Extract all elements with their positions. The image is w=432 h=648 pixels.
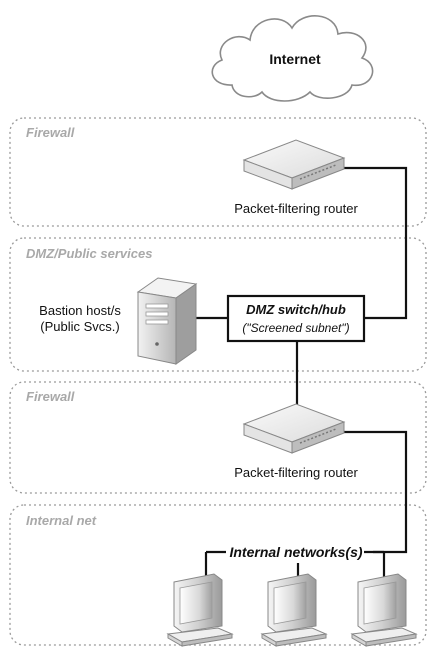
workstation-middle-icon [260, 573, 328, 647]
zone-internal [9, 504, 427, 646]
zone-label-dmz: DMZ/Public services [26, 246, 152, 261]
zone-firewall-inner [9, 381, 427, 494]
inner-router-icon [242, 403, 346, 454]
outer-router-icon [242, 139, 346, 190]
link-outer-router-to-switch [344, 166, 408, 320]
zone-label-firewall-inner: Firewall [26, 389, 75, 404]
bastion-label-line1: Bastion host/s [39, 303, 121, 318]
internet-label: Internet [269, 51, 321, 67]
outer-router-label: Packet-filtering router [234, 201, 358, 216]
dmz-switch-subtitle: ("Screened subnet") [242, 321, 349, 335]
zone-label-firewall-outer: Firewall [26, 125, 75, 140]
inner-router-label: Packet-filtering router [234, 465, 358, 480]
dmz-switch-title: DMZ switch/hub [246, 302, 346, 317]
link-inner-router-to-internal [344, 430, 408, 554]
workstation-right-icon [350, 573, 418, 647]
dmz-switch-box: DMZ switch/hub ("Screened subnet") [226, 294, 366, 343]
zone-dmz [9, 237, 427, 372]
zone-label-internal: Internal net [26, 513, 97, 528]
internal-networks-label: Internal networks(s) [229, 544, 362, 560]
workstation-left-icon [166, 573, 234, 647]
zone-firewall-outer [9, 117, 427, 227]
connection-lines [195, 166, 408, 578]
bastion-label-line2: (Public Svcs.) [40, 319, 119, 334]
bastion-host-icon [136, 277, 198, 365]
internet-cloud: Internet [211, 15, 374, 102]
